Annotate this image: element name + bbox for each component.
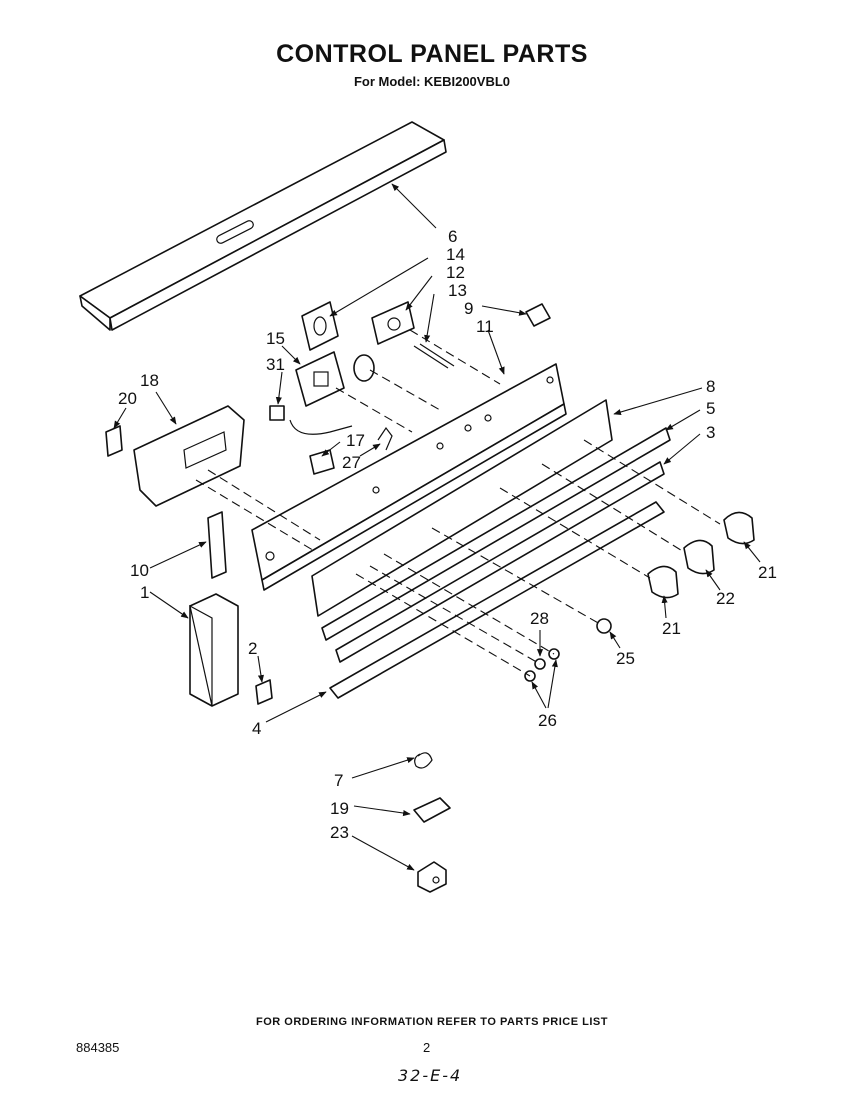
ring-part: [353, 354, 375, 382]
callout-14: 14: [446, 245, 465, 264]
part-3-support: [335, 461, 665, 663]
part-4-bottom-rail: [329, 501, 665, 699]
part-11-control-plate: [251, 363, 567, 591]
part-12-switch: [371, 301, 415, 345]
callout-26: 26: [538, 711, 557, 730]
callout-12: 12: [446, 263, 465, 282]
part-2-clip: [255, 679, 273, 705]
part-7-spring-clip: [414, 752, 433, 769]
callout-19: 19: [330, 799, 349, 818]
handwritten-note: 32-E-4: [398, 1066, 463, 1085]
alignment-lines: [195, 329, 721, 677]
callout-3: 3: [706, 423, 715, 442]
callout-5: 5: [706, 399, 715, 418]
callout-22: 22: [716, 589, 735, 608]
page-number: 2: [423, 1040, 431, 1055]
callout-11: 11: [476, 317, 494, 336]
callout-1: 1: [140, 583, 149, 602]
part-6-top-trim: [79, 121, 447, 331]
callout-2: 2: [248, 639, 257, 658]
callout-25: 25: [616, 649, 635, 668]
part-17-bracket: [309, 449, 335, 475]
callout-7: 7: [334, 771, 343, 790]
part-20-bracket: [105, 425, 123, 457]
part-10-bracket: [207, 511, 227, 579]
part-25-screw: [596, 618, 612, 634]
callout-31: 31: [266, 355, 285, 374]
part-21-knob-right: [723, 511, 755, 545]
part-15-relay: [295, 351, 345, 407]
callout-numbers: 6 14 12 13 9 11 15 31 18 20 17 27 8 5 3 …: [118, 227, 777, 842]
callout-21-right: 21: [758, 563, 777, 582]
wire: [289, 419, 353, 435]
callout-15: 15: [266, 329, 285, 348]
part-9-clip: [525, 303, 551, 327]
callout-20: 20: [118, 389, 137, 408]
callout-6: 6: [448, 227, 457, 246]
callout-28: 28: [530, 609, 549, 628]
callout-9: 9: [464, 299, 473, 318]
callout-27: 27: [342, 453, 361, 472]
part-1-end-cap: [189, 593, 239, 707]
model-subtitle: For Model: KEBI200VBL0: [353, 74, 511, 89]
callout-10: 10: [130, 561, 149, 580]
callout-4: 4: [252, 719, 261, 738]
part-23-block: [417, 861, 447, 893]
part-18-display-module: [133, 405, 245, 507]
part-27-clip: [377, 426, 393, 451]
callout-13: 13: [448, 281, 467, 300]
document-number: 884385: [76, 1040, 120, 1055]
callout-23: 23: [330, 823, 349, 842]
part-22-knob: [683, 539, 715, 575]
page-title: CONTROL PANEL PARTS: [276, 40, 588, 68]
part-14-switch: [301, 301, 339, 351]
part-31-connector: [269, 405, 285, 421]
part-8-panel: [311, 399, 613, 617]
part-13-lamp: [413, 343, 455, 369]
callout-18: 18: [140, 371, 159, 390]
part-5-trim-strip: [321, 427, 671, 641]
callout-17: 17: [346, 431, 365, 450]
ordering-info-note: FOR ORDERING INFORMATION REFER TO PARTS …: [256, 1016, 608, 1028]
part-19-bracket: [413, 797, 451, 823]
part-21-knob-left: [647, 565, 679, 599]
callout-8: 8: [706, 377, 715, 396]
leader-arrows: [113, 183, 761, 871]
callout-21-left: 21: [662, 619, 681, 638]
